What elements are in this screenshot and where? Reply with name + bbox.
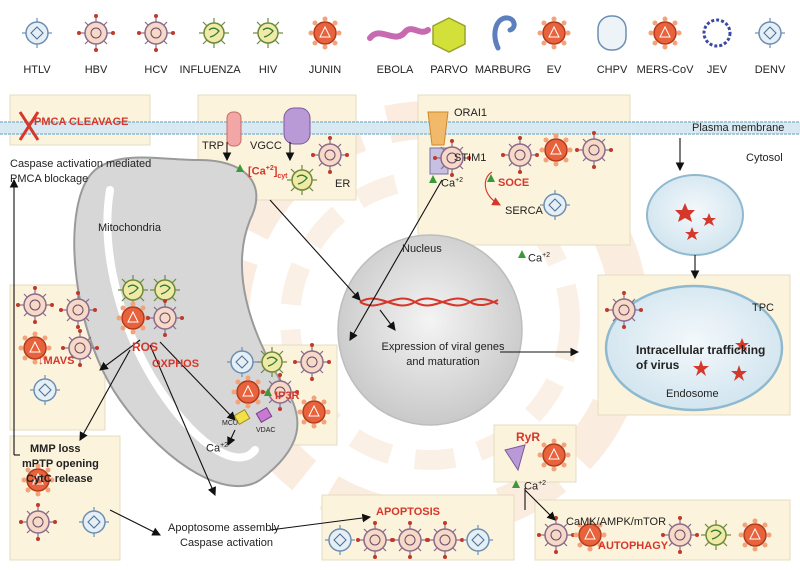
apoptosis-panel <box>321 494 515 561</box>
trafficking-line2: of virus <box>636 358 680 372</box>
mmp-loss-label: MMP loss <box>30 443 81 455</box>
pmca-cleavage-title: PMCA CLEAVAGE <box>34 116 129 128</box>
virus-label-parvo: PARVO <box>430 64 468 76</box>
plasma-membrane <box>0 121 800 135</box>
virus-label-influenza: INFLUENZA <box>179 64 241 76</box>
green-up-arrows <box>236 164 526 488</box>
oxphos-label: OXPHOS <box>152 358 200 370</box>
ip3r-label: IP3R <box>275 390 300 402</box>
virus-label-jev: JEV <box>706 64 728 76</box>
serca-label: SERCA <box>505 205 543 217</box>
plasma-membrane-label: Plasma membrane <box>692 122 785 134</box>
mavs-label: ↓MAVS <box>38 355 75 367</box>
virus-icon-ebola <box>367 26 431 41</box>
mmp-panel <box>9 435 121 561</box>
virus-icon-parvo <box>432 17 466 53</box>
mitochondria <box>73 156 299 488</box>
cytosol-label: Cytosol <box>746 152 783 164</box>
expression-line2: and maturation <box>406 356 480 368</box>
vgcc-label: VGCC <box>250 140 282 152</box>
orai1-label: ORAI1 <box>454 107 488 119</box>
autophagy-pathway-label: CaMK/AMPK/mTOR <box>566 516 667 528</box>
mcu-vdac <box>233 406 273 426</box>
virus-label-marburg: MARBURG <box>474 64 532 76</box>
expression-line1: Expression of viral genes <box>381 341 505 353</box>
virus-icon-hbv <box>76 13 116 53</box>
soce-title: SOCE <box>498 177 530 189</box>
virus-icon-htlv <box>21 17 53 49</box>
virus-icon-influenza <box>198 17 230 49</box>
mito-ca-label: Ca+2 <box>206 442 229 455</box>
virus-icon-chpv <box>597 15 627 51</box>
virus-icon-jev <box>702 18 732 48</box>
red-arrows <box>484 171 501 206</box>
apoptosis-title: APOPTOSIS <box>376 506 440 518</box>
virus-icon-ev <box>536 15 572 51</box>
virus-icon-junin <box>307 15 343 51</box>
ryr-channel <box>504 444 526 472</box>
trp-channel <box>226 111 242 147</box>
virus-label-hiv: HIV <box>258 64 278 76</box>
tpc-label: TPC <box>752 302 774 314</box>
soce-ca-label: Ca+2 <box>441 177 464 190</box>
nucleus-label: Nucleus <box>402 243 442 255</box>
mcu-label: MCU <box>222 420 238 427</box>
trp-label: TRP <box>202 140 224 152</box>
ros-label: ROS <box>132 340 159 354</box>
virus-icon-mers-cov <box>647 15 683 51</box>
endosome-label: Endosome <box>666 388 719 400</box>
er-label: ER <box>335 178 351 190</box>
virus-label-ev: EV <box>546 64 562 76</box>
trafficking-line1: Intracellular trafficking <box>636 343 766 357</box>
flow-arrows <box>9 138 700 536</box>
virus-row <box>21 13 786 53</box>
ryr-ca-label: Ca+2 <box>524 480 547 493</box>
virus-label-htlv: HTLV <box>23 64 51 76</box>
virus-label-mers-cov: MERS-CoV <box>636 64 694 76</box>
stim1-label: STIM1 <box>454 152 487 164</box>
nucleus <box>337 234 523 426</box>
virus-icon-hiv <box>252 17 284 49</box>
cytc-release-label: CytC release <box>26 473 93 485</box>
virus-label-denv: DENV <box>754 64 786 76</box>
serca-ca-label: Ca+2 <box>528 252 551 265</box>
autophagy-title: AUTOPHAGY <box>598 540 669 552</box>
upper-endosome <box>646 174 744 256</box>
virus-label-chpv: CHPV <box>596 64 628 76</box>
ryr-label: RyR <box>516 430 541 444</box>
virus-label-ebola: EBOLA <box>376 64 414 76</box>
soce-panel <box>417 94 631 246</box>
virus-label-hbv: HBV <box>84 64 108 76</box>
main-endosome <box>604 284 784 412</box>
virus-label-hcv: HCV <box>144 64 168 76</box>
apoptosome-line1: Apoptosome assembly <box>168 522 280 534</box>
virus-icon-marburg <box>492 15 517 51</box>
ca-cyt-label: [Ca+2]cyt <box>248 165 288 180</box>
virus-label-junin: JUNIN <box>308 64 342 76</box>
virus-icon-denv <box>754 17 786 49</box>
pmca-cross-icon <box>18 111 40 141</box>
apoptosome-line2: Caspase activation <box>180 537 273 549</box>
mitochondria-label: Mitochondria <box>98 222 161 234</box>
mptp-opening-label: mPTP opening <box>22 458 99 470</box>
vdac-label: VDAC <box>256 427 276 434</box>
pmca-caption-line2: PMCA blockage <box>10 173 89 185</box>
virus-icon-hcv <box>136 13 176 53</box>
vgcc-channel <box>283 107 311 145</box>
pmca-caption-line1: Caspase activation mediated <box>10 158 152 170</box>
